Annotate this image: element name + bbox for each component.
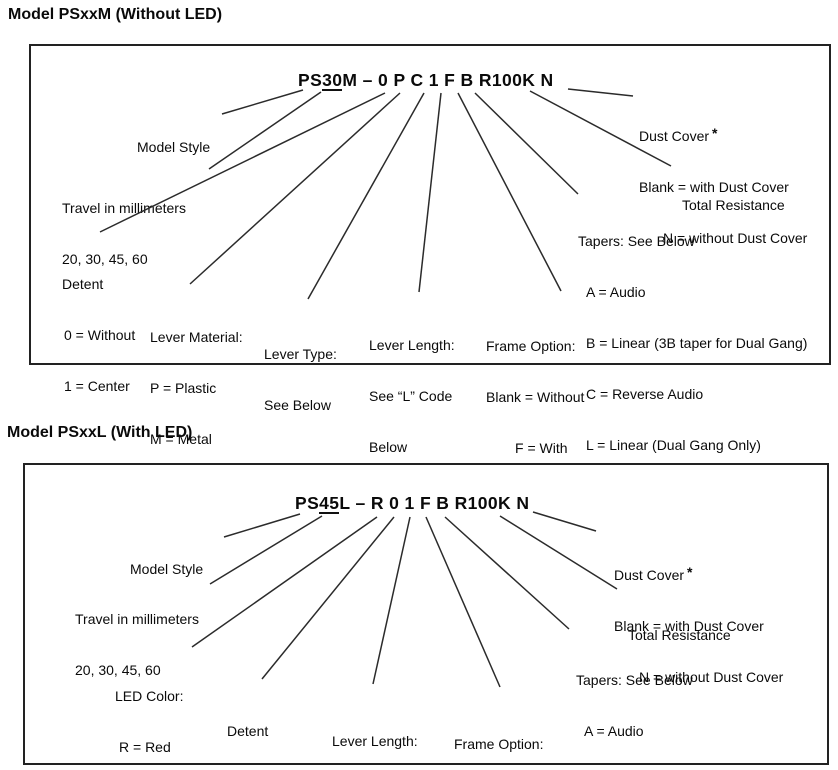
psxxl-tapers-label: Tapers: See Below A = Audio B = Linear (… <box>576 672 693 739</box>
psxxl-led-color-label: LED Color: R = Red G = Orange Y = Yellow… <box>115 688 184 755</box>
psxxm-pn-prefix: PS <box>298 70 323 90</box>
psxxl-travel-label: Travel in millimeters 20, 30, 45, 60 <box>75 611 199 678</box>
psxxm-lever-length-label: Lever Length: See “L” Code Below <box>369 337 455 455</box>
psxxm-dust-cover-label: Dust Cover* Blank = with Dust Cover N = … <box>639 125 808 246</box>
psxxm-lever-type-label: Lever Type: See Below <box>264 346 337 413</box>
psxxl-diagram-box <box>23 463 829 765</box>
psxxl-detent-label: Detent 0 = Without 1 = Center <box>227 723 269 739</box>
psxxl-dust-cover-label: Dust Cover* Blank = with Dust Cover N = … <box>614 564 784 685</box>
psxxl-lever-length-label: Lever Length: 1 = 15mm 2 = 19mm <box>332 733 418 749</box>
psxxm-tapers-label: Tapers: See Below A = Audio B = Linear (… <box>578 233 808 453</box>
psxxm-detent-label: Detent 0 = Without 1 = Center <box>62 276 136 394</box>
psxxm-part-number: PS30M – 0 P C 1 F B R100K N <box>298 70 554 92</box>
psxxl-part-number: PS45L – R 0 1 F B R100K N <box>295 493 530 515</box>
psxxl-total-resistance-label: Total Resistance <box>628 627 731 643</box>
psxxm-frame-option-label: Frame Option: Blank = Without F = With <box>486 338 585 456</box>
psxxm-pn-travel-code: 30 <box>322 70 343 92</box>
psxxm-total-resistance-label: Total Resistance <box>682 197 785 213</box>
psxxl-pn-prefix: PS <box>295 493 320 513</box>
psxxm-section-title: Model PSxxM (Without LED) <box>8 6 223 23</box>
psxxm-pn-rest: M – 0 P C 1 F B R100K N <box>342 70 554 90</box>
psxxl-pn-rest: L – R 0 1 F B R100K N <box>339 493 530 513</box>
psxxl-pn-travel-code: 45 <box>319 493 340 515</box>
psxxm-travel-label: Travel in millimeters 20, 30, 45, 60 <box>62 200 186 267</box>
psxxm-lever-material-label: Lever Material: P = Plastic M = Metal <box>150 329 243 447</box>
footnote-asterisk: * <box>687 564 693 580</box>
psxxl-section-title: Model PSxxL (With LED) <box>7 424 193 441</box>
psxxm-diagram-box <box>29 44 831 365</box>
psxxl-frame-option-label: Frame Option: Blank = Without F = With <box>454 736 544 752</box>
footnote-asterisk: * <box>712 125 718 141</box>
